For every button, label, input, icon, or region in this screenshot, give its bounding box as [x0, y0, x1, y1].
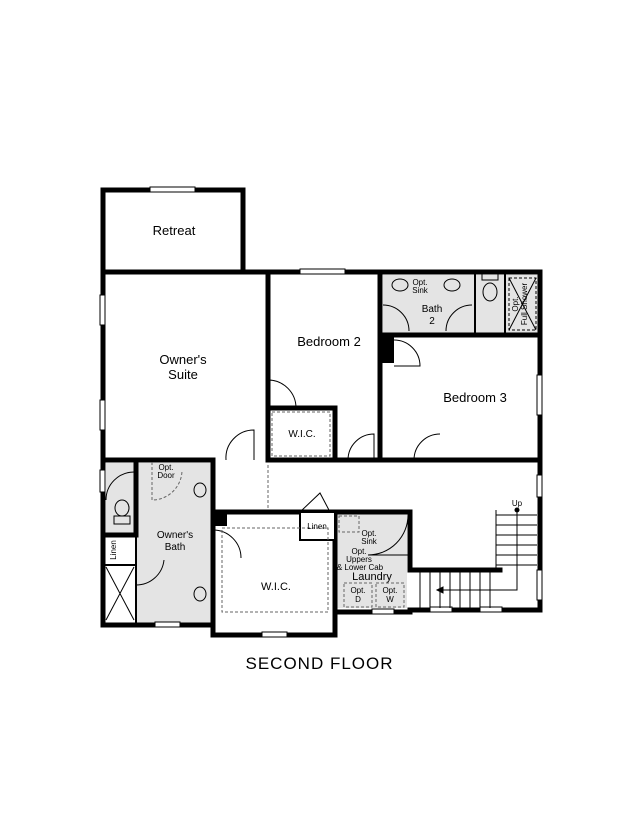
bedroom3-label: Bedroom 3: [443, 390, 507, 405]
door-swings: [105, 304, 473, 586]
opt-washer-note-2: W: [386, 595, 394, 604]
wic-bed2-label: W.I.C.: [288, 429, 315, 440]
opt-shower-note: Opt.: [511, 296, 520, 311]
opt-sink-bath2-note-2: Sink: [412, 286, 429, 295]
stairs-up-label: Up: [512, 499, 523, 508]
laundry-label: Laundry: [352, 571, 392, 583]
opt-sink-laundry-note-2: Sink: [361, 537, 378, 546]
opt-uppers-note-3: & Lower Cab: [337, 563, 384, 572]
opt-dryer-note-2: D: [355, 595, 361, 604]
linen-hall-label: Linen: [307, 522, 327, 531]
opt-sink-laundry-note: Opt.: [361, 529, 376, 538]
retreat-label: Retreat: [153, 223, 196, 238]
opt-uppers-note-2: Uppers: [346, 555, 372, 564]
interior-walls: [100, 269, 543, 628]
wic-owner-label: W.I.C.: [261, 581, 291, 593]
bath2-label: Bath: [422, 304, 443, 315]
opt-dryer-note: Opt.: [350, 586, 365, 595]
floor-title: SECOND FLOOR: [245, 654, 394, 673]
opt-uppers-note: Opt.: [351, 547, 366, 556]
windows: [99, 186, 543, 638]
opt-sink-bath2-note: Opt.: [412, 278, 427, 287]
opt-door-note-2: Door: [157, 471, 175, 480]
linen-bath-label: Linen: [109, 540, 118, 560]
opt-door-note: Opt.: [158, 463, 173, 472]
owners-suite-label: Owner's: [159, 352, 207, 367]
bath2-label-2: 2: [429, 316, 435, 327]
owners-bath-label: Owner's: [157, 530, 193, 541]
owners-suite-label-2: Suite: [168, 367, 198, 382]
opt-shower-note-2: Full Shower: [520, 283, 529, 326]
owners-bath-label-2: Bath: [165, 542, 186, 553]
bedroom2-label: Bedroom 2: [297, 334, 361, 349]
staircase: [419, 507, 537, 608]
fixtures: [105, 273, 537, 621]
opt-washer-note: Opt.: [382, 586, 397, 595]
